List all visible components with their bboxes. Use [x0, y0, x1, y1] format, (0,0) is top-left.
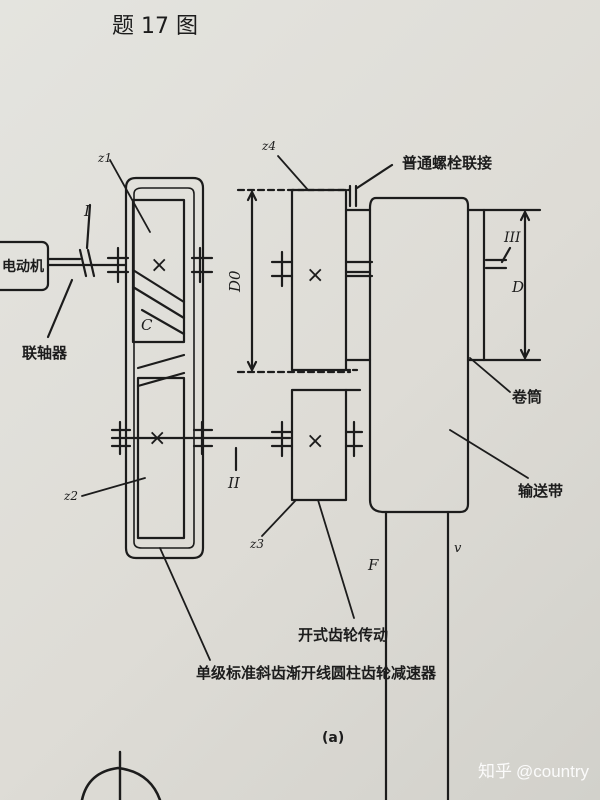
drum [368, 196, 470, 514]
conveyor-belt-label: 输送带 [518, 482, 563, 500]
gear-z4 [290, 188, 348, 372]
reducer-label: 单级标准斜齿渐开线圆柱齿轮减速器 [196, 664, 437, 682]
watermark-site: 知乎 [478, 762, 512, 781]
motor-label: 电动机 [2, 258, 44, 275]
gear-z2-label: z2 [63, 489, 78, 503]
drum-label: 卷筒 [511, 388, 542, 406]
d-label: D [511, 278, 524, 296]
gear-z2 [136, 376, 186, 540]
gear-z3-label: z3 [249, 537, 264, 551]
watermark-user: @country [516, 762, 590, 781]
reducer-housing [124, 176, 205, 560]
coupling-symbol [78, 248, 88, 278]
partial-circle [80, 766, 162, 800]
svg-text:×: × [306, 429, 324, 454]
gear-x-mark: × [150, 253, 168, 278]
velocity-v-label: v [454, 541, 462, 556]
coupling-label: 联轴器 [22, 344, 68, 362]
figure-title: 题 17 图 [112, 14, 198, 39]
svg-text:×: × [306, 263, 324, 288]
center-c-label: C [141, 316, 153, 334]
d0-label: D0 [226, 270, 244, 293]
force-f-label: F [367, 556, 379, 574]
shaft-1-label: I [83, 202, 91, 220]
shaft-3-label: III [503, 230, 521, 246]
watermark: 知乎 @country [478, 762, 590, 781]
figure-caption: (a) [322, 730, 344, 746]
open-gear-label: 开式齿轮传动 [298, 626, 388, 644]
shaft-2-label: II [227, 474, 241, 492]
gear-z1-label: z1 [97, 151, 112, 165]
gear-z4-label: z4 [261, 139, 276, 153]
bolt-connection-label: 普通螺栓联接 [402, 154, 492, 172]
